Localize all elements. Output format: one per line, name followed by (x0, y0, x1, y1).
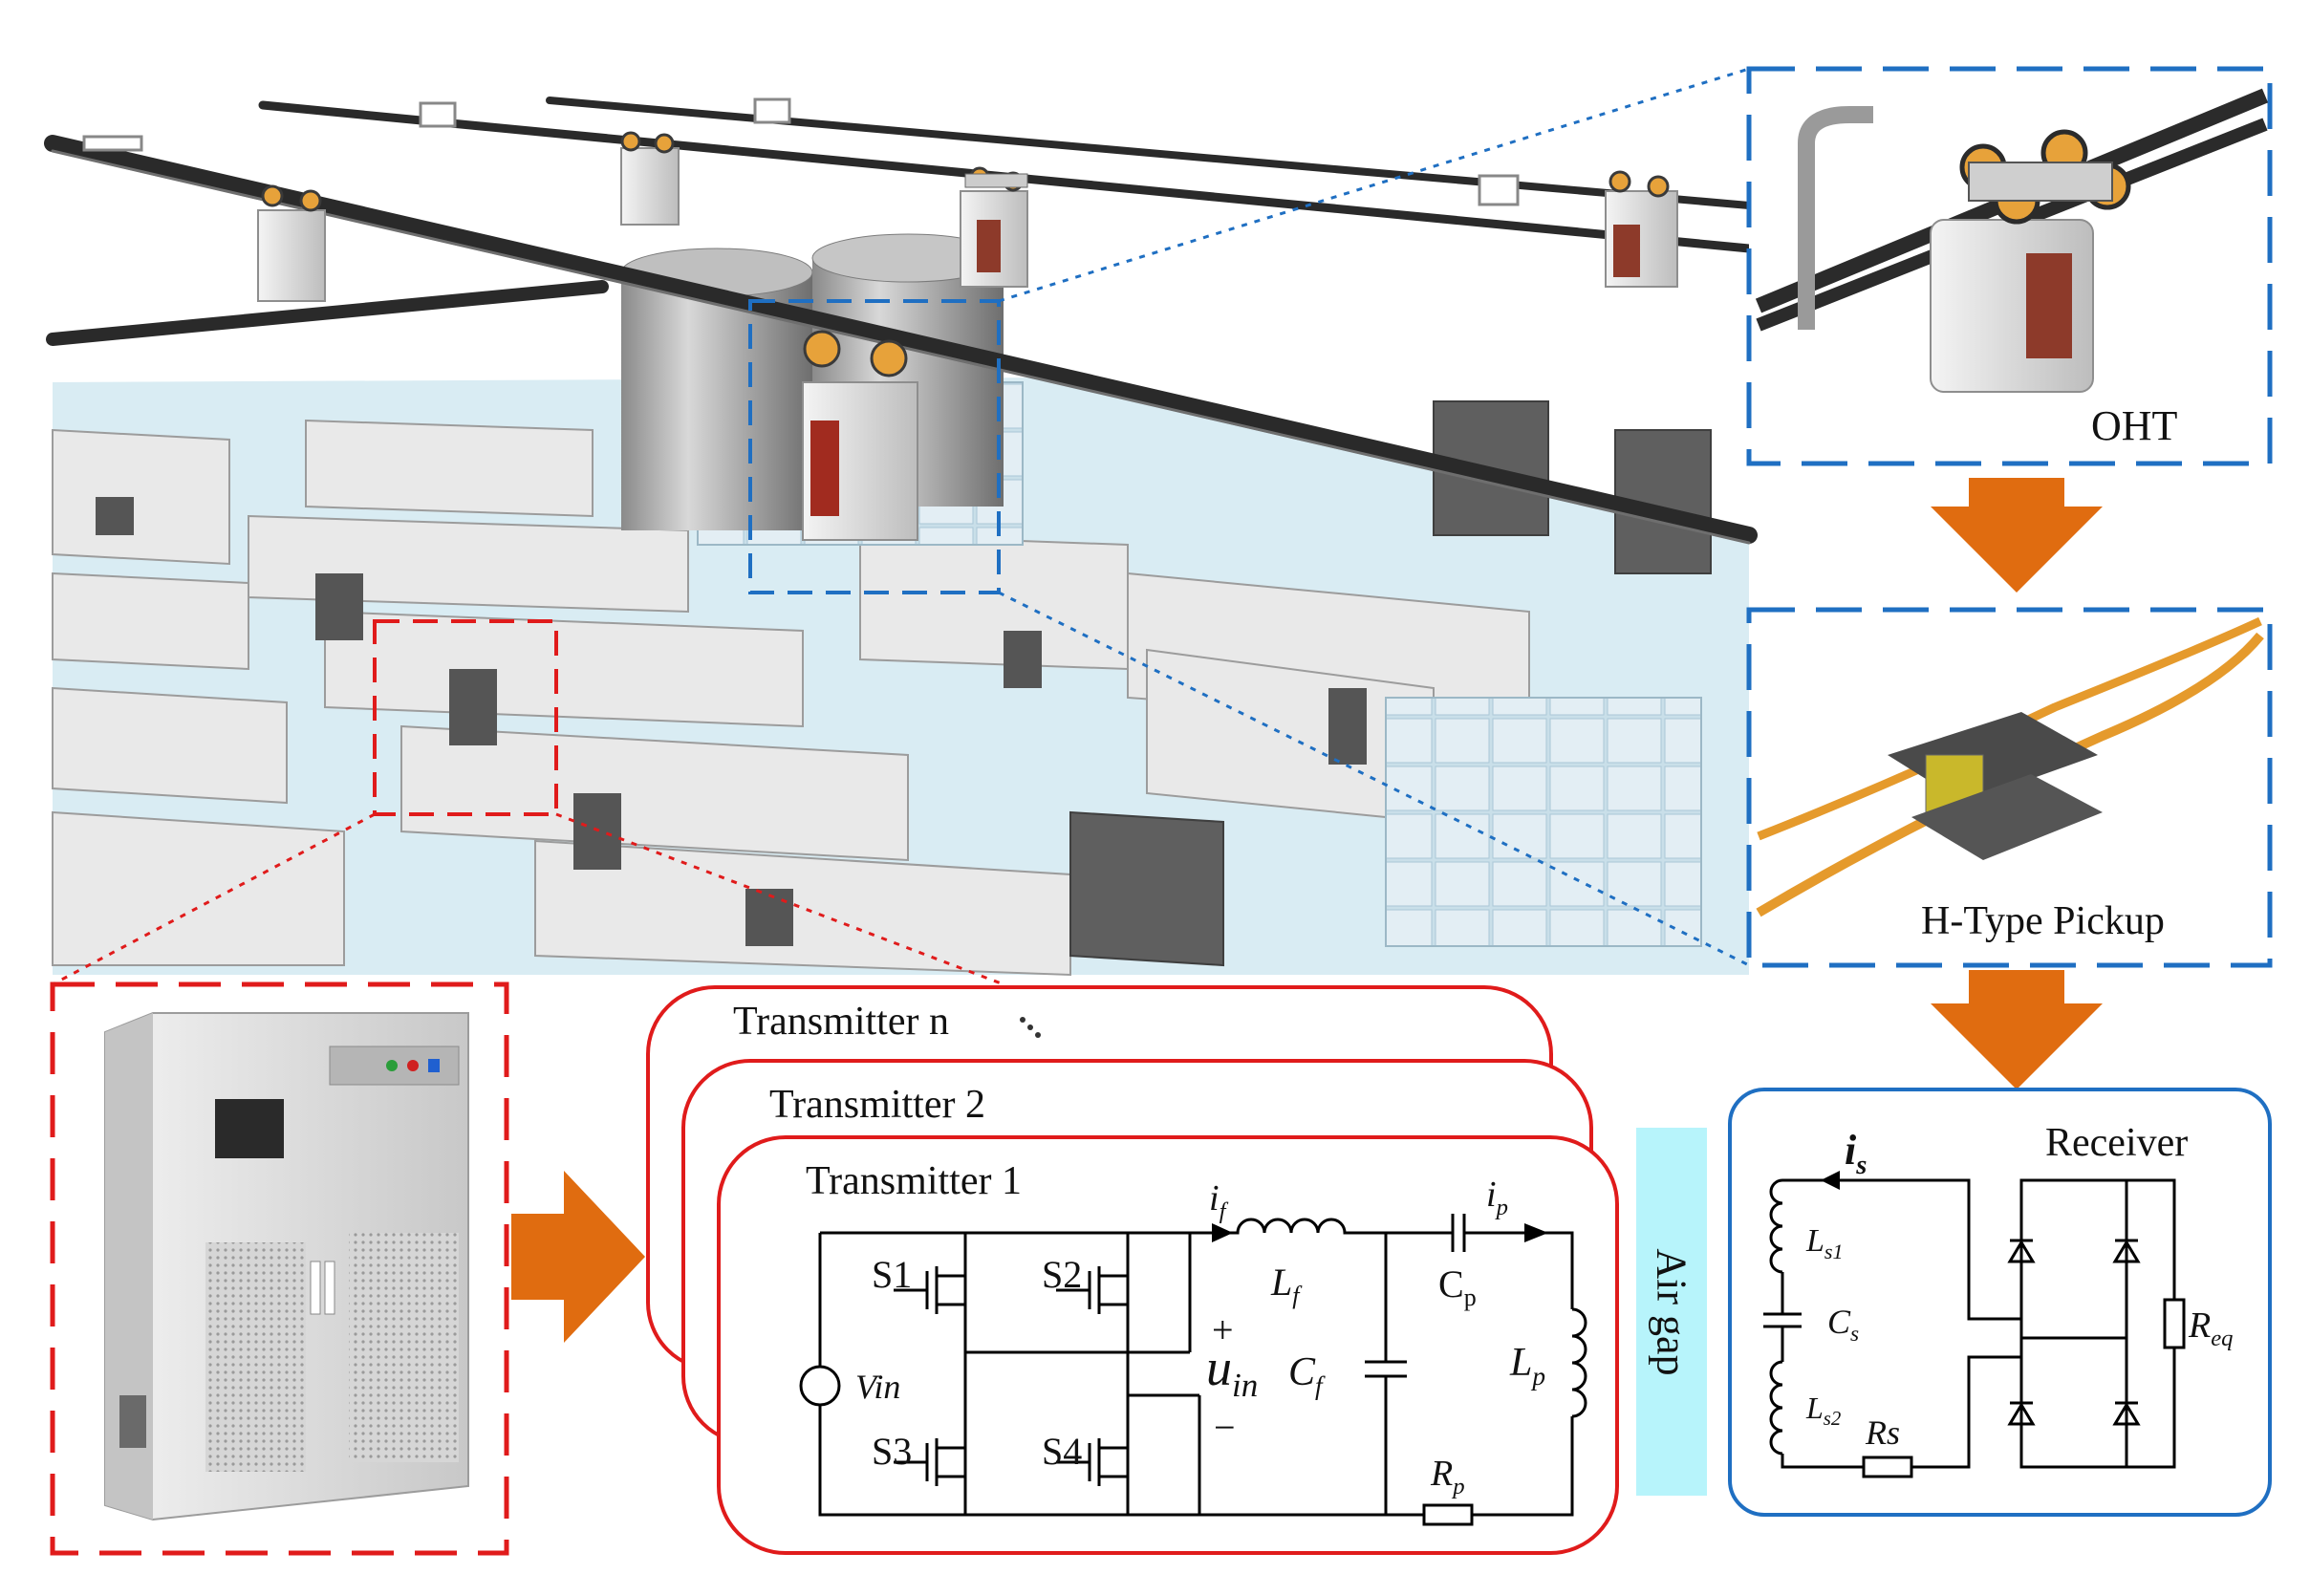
oht-inset (1746, 66, 2273, 466)
switch-s3-label: S3 (872, 1430, 913, 1473)
h-pickup-label: H-Type Pickup (1921, 899, 2165, 943)
uin-label: uin (1206, 1339, 1259, 1405)
oht-label: OHT (2091, 402, 2178, 449)
air-gap-band: Air gap (1636, 1128, 1707, 1496)
oht-vehicles (82, 97, 1678, 541)
arrow-pickup-to-receiver (1931, 970, 2103, 1089)
current-if-label: if (1209, 1178, 1226, 1224)
voltage-source-symbol (799, 1365, 841, 1407)
factory-scene (44, 29, 1758, 977)
ellipsis-dots (1020, 1017, 1041, 1038)
current-is-label: is (1845, 1127, 1867, 1180)
receiver-box (1728, 1088, 2272, 1517)
capacitor-cs-label: Cs (1827, 1303, 1860, 1348)
arrow-cabinet-to-transmitter (511, 1171, 645, 1343)
cabinet-inset (50, 981, 509, 1556)
inductor-lf-label: Lf (1271, 1261, 1300, 1310)
oht-highlight-box (748, 299, 1001, 594)
receiver-current-arrow (1821, 1171, 1840, 1190)
resistor-rs-symbol (1862, 1456, 1913, 1478)
inductor-ls1-label: Ls1 (1806, 1223, 1844, 1263)
receiver-circuit (1763, 1178, 2186, 1478)
transmitter-circuit (799, 1214, 1587, 1526)
mosfet-s1-symbol (894, 1266, 965, 1314)
plus-sign: + (1212, 1308, 1234, 1351)
minus-sign: − (1214, 1406, 1236, 1449)
resistor-rp-label: Rp (1431, 1454, 1465, 1499)
receiver-label: Receiver (2045, 1121, 2189, 1165)
inductor-ls1-symbol (1769, 1178, 1783, 1274)
transmitter-current-arrows (1212, 1223, 1548, 1242)
inductor-lf-symbol (1190, 1218, 1386, 1235)
switch-s1-label: S1 (872, 1253, 913, 1296)
inductor-ls2-symbol (1769, 1360, 1783, 1456)
cabinet-highlight-box (373, 619, 558, 816)
mosfet-s4-symbol (1056, 1438, 1128, 1486)
pickup-inset (1746, 607, 2273, 968)
tool-rows (52, 381, 1712, 977)
rectifier-diode-4 (2112, 1402, 2141, 1426)
transmitter-2-label: Transmitter 2 (769, 1083, 985, 1127)
switch-s2-label: S2 (1042, 1253, 1083, 1296)
mosfet-s3-symbol (894, 1438, 965, 1486)
arrow-oht-to-pickup (1931, 478, 2103, 593)
vin-label: Vin (855, 1368, 901, 1406)
rectifier-diode-3 (2007, 1402, 2036, 1426)
resistor-req-label: Req (2189, 1305, 2234, 1351)
inductor-ls2-label: Ls2 (1806, 1391, 1842, 1431)
inductor-lp-label: Lp (1510, 1341, 1546, 1391)
inductor-lp-symbol (1571, 1307, 1587, 1418)
current-ip-label: ip (1486, 1175, 1508, 1220)
projection-lines (52, 67, 1750, 986)
mosfet-s2-symbol (1056, 1266, 1128, 1314)
capacitor-cf-label: Cf (1288, 1350, 1323, 1400)
capacitor-cp-label: Cp (1438, 1262, 1477, 1312)
transmitter-n-label: Transmitter n (733, 1000, 949, 1044)
transmitter-1-label: Transmitter 1 (806, 1159, 1022, 1203)
resistor-req-symbol (2163, 1298, 2186, 1349)
air-gap-label: Air gap (1648, 1247, 1695, 1376)
flow-arrows (511, 478, 2103, 1343)
rectifier-diode-1 (2007, 1240, 2036, 1263)
rectifier-diode-2 (2112, 1240, 2141, 1263)
resistor-rp-symbol (1422, 1503, 1474, 1526)
resistor-rs-label: Rs (1866, 1413, 1900, 1452)
switch-s4-label: S4 (1042, 1430, 1083, 1473)
